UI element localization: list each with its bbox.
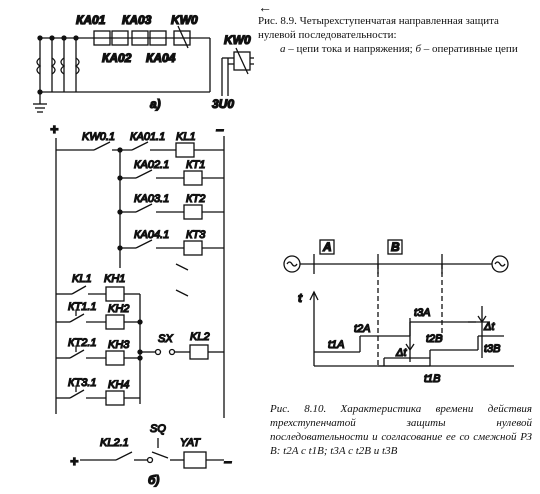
coil-kl2	[189, 344, 209, 360]
label-kl2: KL2	[190, 331, 210, 343]
label-yat: YAT	[180, 437, 201, 449]
label-dt-2: Δt	[483, 321, 495, 333]
coil-kl1-top	[175, 142, 195, 158]
label-kh3: KH3	[108, 339, 130, 351]
label-dt-1: Δt	[395, 347, 407, 359]
relay-coil-ka02	[111, 30, 129, 46]
label-kt2: КТ2	[186, 193, 205, 205]
coil-kh1	[105, 286, 125, 302]
label-ka01: КА01	[76, 13, 106, 27]
relay-coil-ka04	[149, 30, 167, 46]
label-ka011: КА01.1	[130, 131, 165, 143]
switch-sx-left	[154, 348, 162, 356]
coil-kh2	[105, 314, 125, 330]
label-kh1: KH1	[104, 273, 125, 285]
label-minus-top: –	[216, 121, 224, 137]
coil-kt3	[183, 240, 203, 256]
label-sx: SX	[158, 333, 173, 345]
label-ka04: КА04	[146, 51, 176, 65]
label-t3b: t3B	[484, 343, 501, 355]
label-panel-a: а)	[150, 97, 161, 111]
label-kw01: KW0.1	[82, 131, 115, 143]
label-t1b: t1B	[424, 373, 441, 385]
label-kh4: KH4	[108, 379, 129, 391]
label-kt3: КТ3	[186, 229, 206, 241]
coil-kh4	[105, 390, 125, 406]
relay-coil-kw0-voltage	[233, 51, 251, 71]
section-box-b	[387, 239, 403, 255]
label-kt11: КТ1.1	[68, 301, 97, 313]
relay-coil-ka03	[131, 30, 149, 46]
caption-8-9-items: а – цепи тока и напряжения; б – оператив…	[280, 43, 518, 55]
label-ka03: КА03	[122, 13, 152, 27]
margin-arrow-mark: ←	[258, 0, 272, 15]
label-ka02: КА02	[102, 51, 132, 65]
fig-810-timing-graph	[283, 239, 514, 367]
fig-a-voltage-circuit	[221, 47, 254, 96]
label-ka031: КА03.1	[134, 193, 169, 205]
label-kt31: КТ3.1	[68, 377, 97, 389]
label-t3a: t3A	[414, 307, 431, 319]
caption-fig-8-10: Рис. 8.10. Характеристика времени действ…	[270, 403, 532, 457]
label-kw0-top: KW0	[171, 13, 198, 27]
label-3u0: 3U0	[212, 97, 234, 111]
label-section-b: B	[391, 240, 400, 254]
label-kl1-contact: KL1	[72, 273, 92, 285]
label-kl21: KL2.1	[100, 437, 129, 449]
generator-right-icon	[491, 255, 509, 273]
label-kw0-side: KW0	[224, 33, 251, 47]
label-kt21: КТ2.1	[68, 337, 97, 349]
caption-fig-8-9: Рис. 8.9. Четырехступенчатая направленна…	[258, 14, 530, 56]
section-box-a	[319, 239, 335, 255]
label-plus-top: +	[50, 121, 58, 137]
coil-kh3	[105, 350, 125, 366]
label-t-axis: t	[298, 291, 303, 305]
label-t1a: t1A	[328, 339, 345, 351]
coil-kt2	[183, 204, 203, 220]
label-ka041: КА04.1	[134, 229, 169, 241]
label-kh2: KH2	[108, 303, 129, 315]
label-ka021: КА02.1	[134, 159, 169, 171]
caption-8-9-title: Рис. 8.9. Четырехступенчатая направленна…	[258, 15, 499, 41]
label-t2a: t2A	[354, 323, 371, 335]
switch-sx-right	[168, 348, 176, 356]
label-sq: SQ	[150, 423, 166, 435]
coil-yat	[183, 451, 207, 469]
label-section-a: A	[322, 240, 332, 254]
label-kt1: КТ1	[186, 159, 205, 171]
relay-coil-ka01	[93, 30, 111, 46]
relay-coil-kw0-current	[173, 30, 191, 46]
label-kl1-coil: KL1	[176, 131, 196, 143]
label-minus-bottom: –	[224, 453, 232, 469]
fig-b-operative-circuits	[55, 136, 225, 469]
label-panel-b: б)	[148, 473, 159, 487]
label-t2b: t2B	[426, 333, 443, 345]
label-plus-bottom: +	[70, 453, 78, 469]
coil-kt1	[183, 170, 203, 186]
fig-a-current-circuit	[33, 25, 211, 113]
